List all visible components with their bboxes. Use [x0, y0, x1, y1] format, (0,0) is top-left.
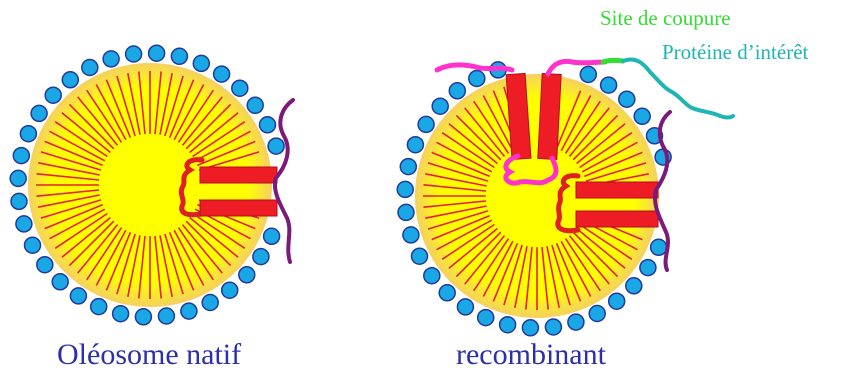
phospholipid-head — [522, 320, 538, 336]
recombinant-oleosin-helix-lower — [576, 211, 658, 227]
phospholipid-head — [45, 87, 61, 103]
phospholipid-head — [232, 80, 248, 96]
phospholipid-head — [171, 48, 187, 64]
phospholipid-head — [193, 55, 209, 71]
phospholipid-head — [449, 83, 465, 99]
phospholipid-head — [91, 299, 107, 315]
phospholipid-head — [52, 274, 68, 290]
phospholipid-head — [25, 237, 41, 253]
phospholipid-head — [113, 306, 129, 322]
phospholipid-head — [457, 299, 473, 315]
phospholipid-head — [62, 72, 78, 88]
phospholipid-head — [424, 268, 440, 284]
recombinant-oleosome — [397, 59, 733, 335]
native-oleosome — [10, 45, 293, 325]
phospholipid-head — [239, 267, 255, 283]
phospholipid-head — [222, 282, 238, 298]
phospholipid-head — [651, 239, 667, 255]
phospholipid-head — [135, 309, 151, 325]
phospholipid-head — [500, 317, 516, 333]
phospholipid-head — [640, 260, 656, 276]
phospholipid-head — [407, 137, 423, 153]
phospholipid-head — [247, 97, 263, 113]
phospholipid-head — [13, 148, 29, 164]
phospholipid-head — [397, 181, 413, 197]
phospholipid-head — [260, 117, 276, 133]
phospholipid-head — [37, 257, 53, 273]
phospholipid-head — [16, 216, 32, 232]
phospholipid-head — [589, 306, 605, 322]
phospholipid-head — [403, 227, 419, 243]
phospholipid-head — [126, 46, 142, 62]
native-oleosome-caption: Oléosome natif — [57, 338, 241, 372]
cleavage-site-segment — [603, 60, 623, 62]
phospholipid-head — [10, 170, 26, 186]
phospholipid-head — [626, 278, 642, 294]
phospholipid-head — [619, 91, 635, 107]
recombinant-caption: recombinant — [456, 338, 606, 372]
phospholipid-head — [268, 138, 284, 154]
phospholipid-head — [70, 288, 86, 304]
phospholipid-head — [634, 108, 650, 124]
fusion-oleosin-helix-right — [538, 74, 561, 160]
phospholipid-head — [418, 116, 434, 132]
phospholipid-head — [31, 105, 47, 121]
phospholipid-head — [545, 319, 561, 335]
phospholipid-head — [253, 249, 269, 265]
phospholipid-head — [11, 193, 27, 209]
phospholipid-head — [82, 60, 98, 76]
phospholipid-head — [478, 310, 494, 326]
phospholipid-head — [214, 66, 230, 82]
phospholipid-head — [158, 308, 174, 324]
phospholipid-head — [439, 285, 455, 301]
native-oleosin-helix-upper — [200, 167, 277, 183]
protein-of-interest-label: Protéine d’intérêt — [662, 40, 808, 65]
native-oleosin-helix-lower — [200, 200, 277, 216]
phospholipid-head — [601, 77, 617, 93]
phospholipid-head — [20, 126, 36, 142]
phospholipid-head — [432, 98, 448, 114]
phospholipid-head — [181, 303, 197, 319]
phospholipid-head — [580, 66, 596, 82]
phospholipid-head — [609, 293, 625, 309]
phospholipid-head — [412, 248, 428, 264]
phospholipid-head — [568, 314, 584, 330]
recombinant-oleosin-helix-upper — [576, 182, 658, 198]
phospholipid-head — [400, 159, 416, 175]
phospholipid-head — [103, 51, 119, 67]
phospholipid-head — [264, 228, 280, 244]
phospholipid-head — [202, 295, 218, 311]
cleavage-site-label: Site de coupure — [600, 6, 731, 31]
phospholipid-head — [469, 71, 485, 87]
phospholipid-head — [398, 204, 414, 220]
phospholipid-head — [149, 45, 165, 61]
